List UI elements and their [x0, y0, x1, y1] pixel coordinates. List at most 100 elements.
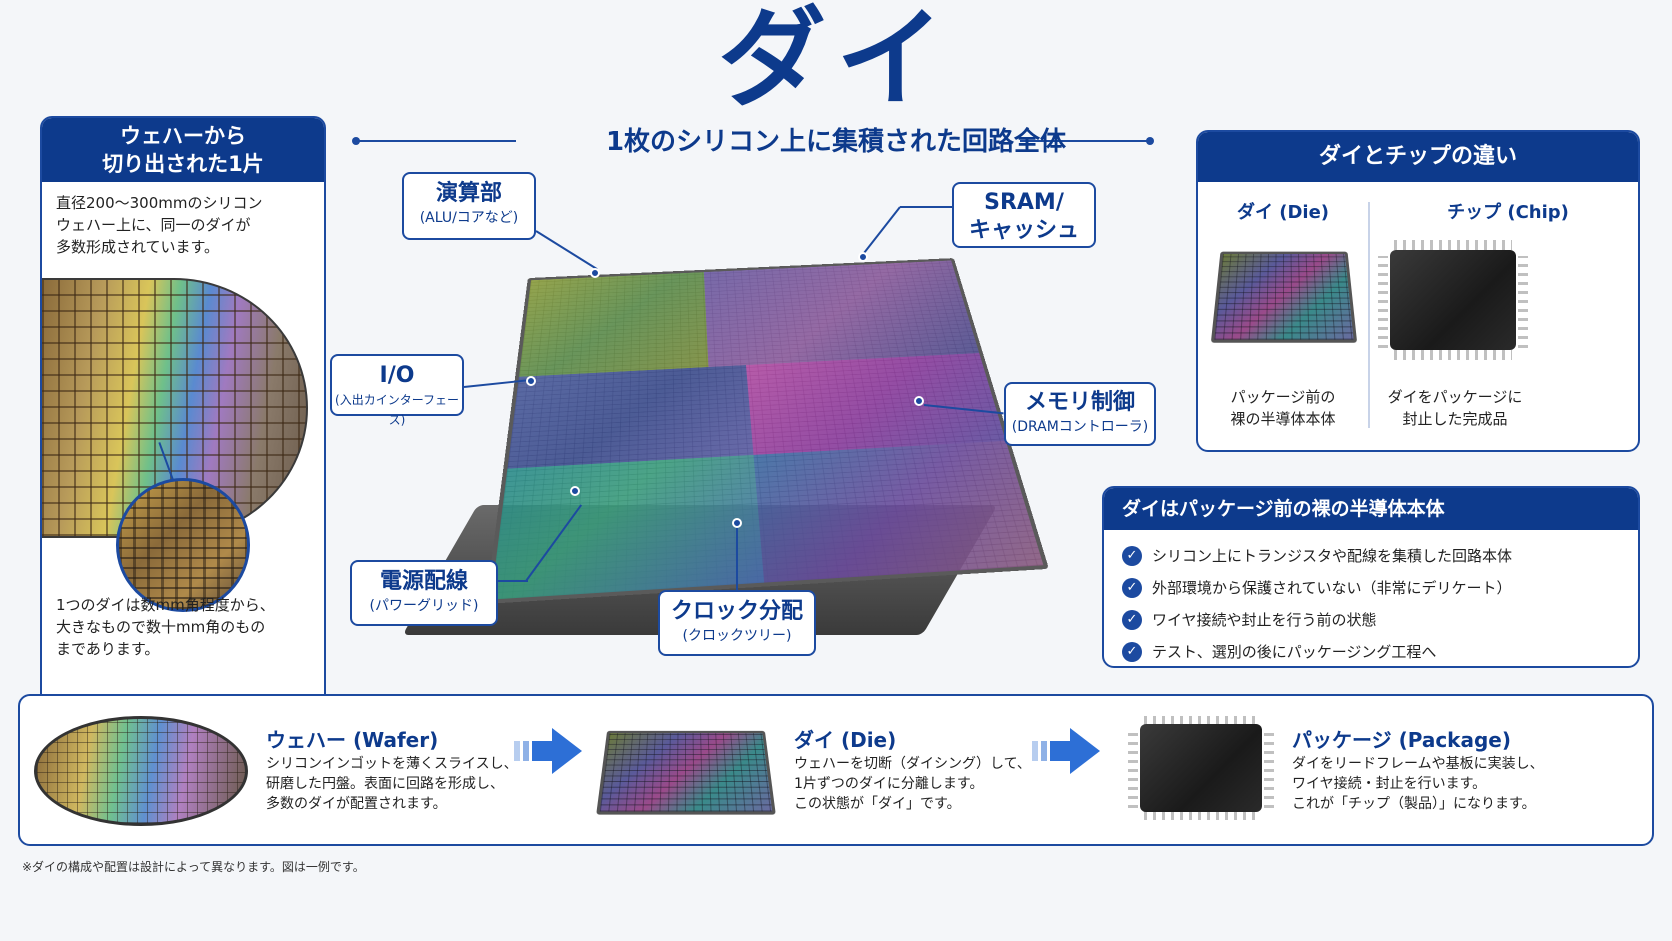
- page-title: ダイ: [717, 0, 954, 122]
- footnote: ※ダイの構成や配置は設計によって異なります。図は一例です。: [22, 860, 365, 874]
- die-description: パッケージ前の 裸の半導体本体: [1198, 386, 1368, 430]
- leader-dot-sram: [858, 252, 868, 262]
- callout-alu: 演算部 (ALU/コアなど): [402, 172, 536, 240]
- page-subtitle: 1枚のシリコン上に集積された回路全体: [605, 127, 1067, 157]
- size-note-line: 大きなもので数十mm角のもの: [56, 618, 266, 636]
- die-step-text: ウェハーを切断（ダイシング）して、 1片ずつのダイに分離します。 この状態が「ダ…: [794, 754, 1044, 814]
- clock-tree-block: [753, 440, 1049, 591]
- die-features-card: ダイはパッケージ前の裸の半導体本体 ✓ シリコン上にトランジスタや配線を集積した…: [1102, 486, 1640, 668]
- package-pins-top: [1144, 716, 1258, 726]
- subtitle-rule-right: [1020, 140, 1150, 142]
- package-step-line: ダイをリードフレームや基板に実装し、: [1292, 756, 1544, 772]
- wafer-info-heading-line2: 切り出された1片: [102, 152, 264, 176]
- die-step-line: この状態が「ダイ」です。: [794, 796, 961, 812]
- die-desc-line: パッケージ前の: [1230, 388, 1336, 406]
- callout-sram: SRAM/ キャッシュ: [952, 182, 1096, 248]
- subtitle-dot-left: [352, 137, 360, 145]
- die-image: [596, 730, 776, 815]
- list-item: ✓ 外部環境から保護されていない（非常にデリケート）: [1122, 572, 1622, 604]
- leader-dot-power: [570, 486, 580, 496]
- leader-power-h: [498, 580, 528, 582]
- wafer-image: [34, 716, 248, 826]
- wafer-info-heading: ウェハーから 切り出された1片: [42, 118, 324, 182]
- die-top-surface: [485, 258, 1049, 604]
- leader-sram-h: [900, 206, 952, 208]
- feature-list: ✓ シリコン上にトランジスタや配線を集積した回路本体 ✓ 外部環境から保護されて…: [1122, 540, 1622, 666]
- die-thumbnail: [1210, 251, 1358, 343]
- list-item: ✓ ワイヤ接続や封止を行う前の状態: [1122, 604, 1622, 636]
- alu-block: [518, 272, 709, 377]
- subtitle-dot-right: [1146, 137, 1154, 145]
- leader-dot-io: [526, 376, 536, 386]
- callout-clock-sub: (クロックツリー): [682, 628, 792, 644]
- feature-text: テスト、選別の後にパッケージング工程へ: [1152, 643, 1437, 661]
- leader-dot-clock: [732, 518, 742, 528]
- feature-text: シリコン上にトランジスタや配線を集積した回路本体: [1152, 547, 1513, 565]
- chip-pins-top: [1394, 240, 1512, 250]
- arrow-right-icon: [1032, 728, 1100, 774]
- arrow-right-icon: [514, 728, 582, 774]
- size-note-line: 1つのダイは数mm角程度から、: [56, 596, 275, 614]
- wafer-step-title: ウェハー (Wafer): [266, 728, 439, 752]
- die-zoom-photo: [116, 478, 250, 612]
- subtitle-rule-left: [356, 140, 516, 142]
- die-features-heading: ダイはパッケージ前の裸の半導体本体: [1104, 488, 1638, 530]
- package-step-text: ダイをリードフレームや基板に実装し、 ワイヤ接続・封止を行います。 これが「チッ…: [1292, 754, 1562, 814]
- leader-dot-memory: [914, 396, 924, 406]
- feature-text: 外部環境から保護されていない（非常にデリケート）: [1152, 579, 1512, 597]
- sram-block: [703, 260, 987, 368]
- wafer-step-text: シリコンインゴットを薄くスライスし、 研磨した円盤。表面に回路を形成し、 多数の…: [266, 754, 526, 814]
- callout-memory-sub: (DRAMコントローラ): [1011, 419, 1149, 435]
- callout-power-sub: (パワーグリッド): [369, 598, 479, 614]
- wafer-step-line: 研磨した円盤。表面に回路を形成し、: [266, 776, 504, 792]
- callout-io-title: I/O: [379, 363, 415, 388]
- package-pins-right: [1264, 730, 1274, 808]
- die-step-line: 1片ずつのダイに分離します。: [794, 776, 984, 792]
- check-circle-icon: ✓: [1122, 610, 1142, 630]
- chip-thumbnail: [1390, 250, 1516, 350]
- callout-clock: クロック分配 (クロックツリー): [658, 590, 816, 656]
- wafer-info-card: ウェハーから 切り出された1片 直径200〜300mmのシリコン ウェハー上に、…: [40, 116, 326, 712]
- check-circle-icon: ✓: [1122, 642, 1142, 662]
- wafer-desc-line: 直径200〜300mmのシリコン: [56, 194, 263, 212]
- callout-memory: メモリ制御 (DRAMコントローラ): [1004, 382, 1156, 446]
- package-step-line: これが「チップ（製品）」になります。: [1292, 796, 1536, 812]
- die-vs-chip-heading: ダイとチップの違い: [1198, 132, 1638, 182]
- package-step-line: ワイヤ接続・封止を行います。: [1292, 776, 1487, 792]
- leader-clock: [736, 526, 738, 590]
- io-block: [507, 365, 754, 469]
- wafer-info-description: 直径200〜300mmのシリコン ウェハー上に、同一のダイが 多数形成されていま…: [56, 192, 316, 258]
- callout-sram-line2: キャッシュ: [968, 218, 1079, 243]
- die-size-note: 1つのダイは数mm角程度から、 大きなもので数十mm角のもの まであります。: [56, 594, 320, 660]
- callout-clock-title: クロック分配: [670, 599, 803, 624]
- chip-desc-line: 封止した完成品: [1402, 410, 1508, 428]
- die-step-line: ウェハーを切断（ダイシング）して、: [794, 756, 1031, 772]
- size-note-line: まであります。: [56, 640, 160, 658]
- list-item: ✓ テスト、選別の後にパッケージング工程へ: [1122, 636, 1622, 666]
- leader-dot-alu: [590, 268, 600, 278]
- die-step-title: ダイ (Die): [794, 728, 897, 752]
- callout-alu-title: 演算部: [435, 181, 502, 206]
- chip-pins-left: [1378, 256, 1388, 348]
- wafer-step-line: 多数のダイが配置されます。: [266, 796, 447, 812]
- callout-io-sub: (入出カインターフェース): [335, 393, 459, 427]
- die-desc-line: 裸の半導体本体: [1230, 410, 1336, 428]
- wafer-info-heading-line1: ウェハーから: [120, 124, 246, 148]
- chip-description: ダイをパッケージに 封止した完成品: [1370, 386, 1540, 430]
- callout-sram-line1: SRAM/: [984, 190, 1064, 215]
- list-item: ✓ シリコン上にトランジスタや配線を集積した回路本体: [1122, 540, 1622, 572]
- package-image: [1140, 724, 1262, 812]
- check-circle-icon: ✓: [1122, 578, 1142, 598]
- memory-controller-block: [745, 352, 1014, 455]
- die-illustration: [468, 185, 1049, 645]
- package-pins-bottom: [1144, 810, 1258, 820]
- chip-pins-bottom: [1394, 350, 1512, 360]
- callout-alu-sub: (ALU/コアなど): [419, 210, 519, 226]
- wafer-step-line: シリコンインゴットを薄くスライスし、: [266, 756, 518, 772]
- chip-desc-line: ダイをパッケージに: [1387, 388, 1523, 406]
- chip-pins-right: [1518, 256, 1528, 348]
- column-divider: [1368, 202, 1370, 428]
- package-pins-left: [1128, 730, 1138, 808]
- wafer-desc-line: 多数形成されています。: [56, 238, 220, 256]
- process-flow-card: ウェハー (Wafer) シリコンインゴットを薄くスライスし、 研磨した円盤。表…: [18, 694, 1654, 846]
